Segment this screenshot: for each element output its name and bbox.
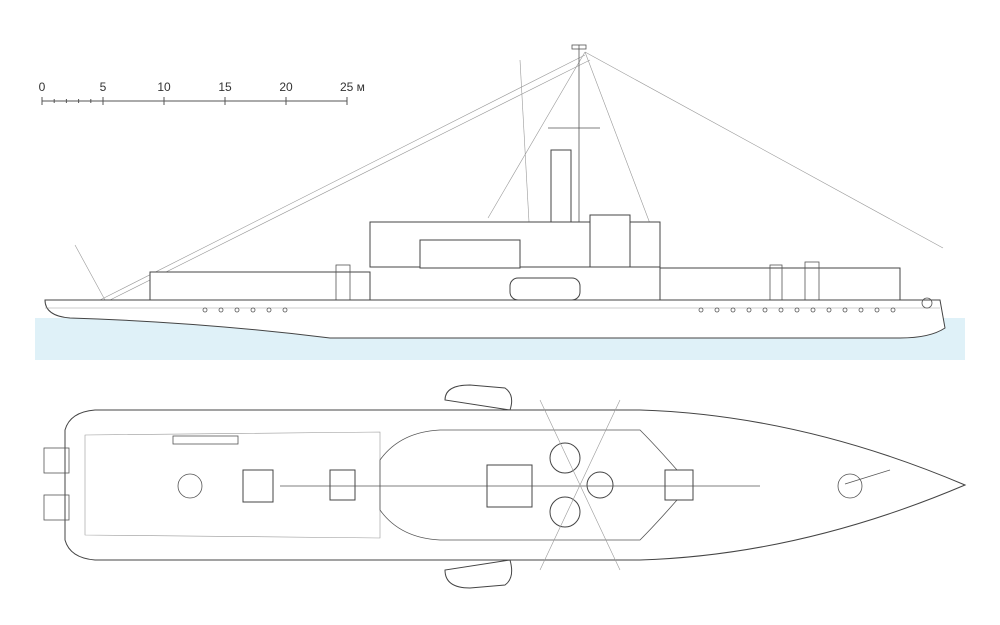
scale-label-10: 10 bbox=[157, 80, 171, 94]
porthole bbox=[282, 307, 288, 313]
porthole bbox=[250, 307, 256, 313]
porthole bbox=[810, 307, 816, 313]
scale-label-0: 0 bbox=[39, 80, 46, 94]
gun-turret bbox=[549, 496, 581, 528]
porthole bbox=[826, 307, 832, 313]
scale-bar: 0 5 10 15 20 25 м bbox=[39, 80, 365, 105]
porthole bbox=[730, 307, 736, 313]
scale-label-20: 20 bbox=[279, 80, 293, 94]
porthole bbox=[874, 307, 880, 313]
porthole bbox=[234, 307, 240, 313]
porthole bbox=[762, 307, 768, 313]
gun-turret bbox=[549, 442, 581, 474]
porthole bbox=[698, 307, 704, 313]
porthole bbox=[778, 307, 784, 313]
grating bbox=[172, 435, 239, 445]
porthole bbox=[266, 307, 272, 313]
side-elevation bbox=[35, 44, 965, 360]
porthole bbox=[202, 307, 208, 313]
scale-label-5: 5 bbox=[100, 80, 107, 94]
sponson-bottom bbox=[444, 559, 513, 589]
scale-label-15: 15 bbox=[218, 80, 232, 94]
hull-side bbox=[44, 299, 946, 339]
gun-turret bbox=[586, 471, 614, 499]
porthole bbox=[714, 307, 720, 313]
scale-label-25: 25 м bbox=[340, 80, 365, 94]
porthole bbox=[842, 307, 848, 313]
porthole bbox=[858, 307, 864, 313]
sponson-top bbox=[444, 384, 513, 411]
anchor bbox=[921, 297, 933, 309]
plan-view bbox=[43, 384, 967, 589]
porthole bbox=[746, 307, 752, 313]
porthole bbox=[890, 307, 896, 313]
porthole bbox=[794, 307, 800, 313]
porthole bbox=[218, 307, 224, 313]
